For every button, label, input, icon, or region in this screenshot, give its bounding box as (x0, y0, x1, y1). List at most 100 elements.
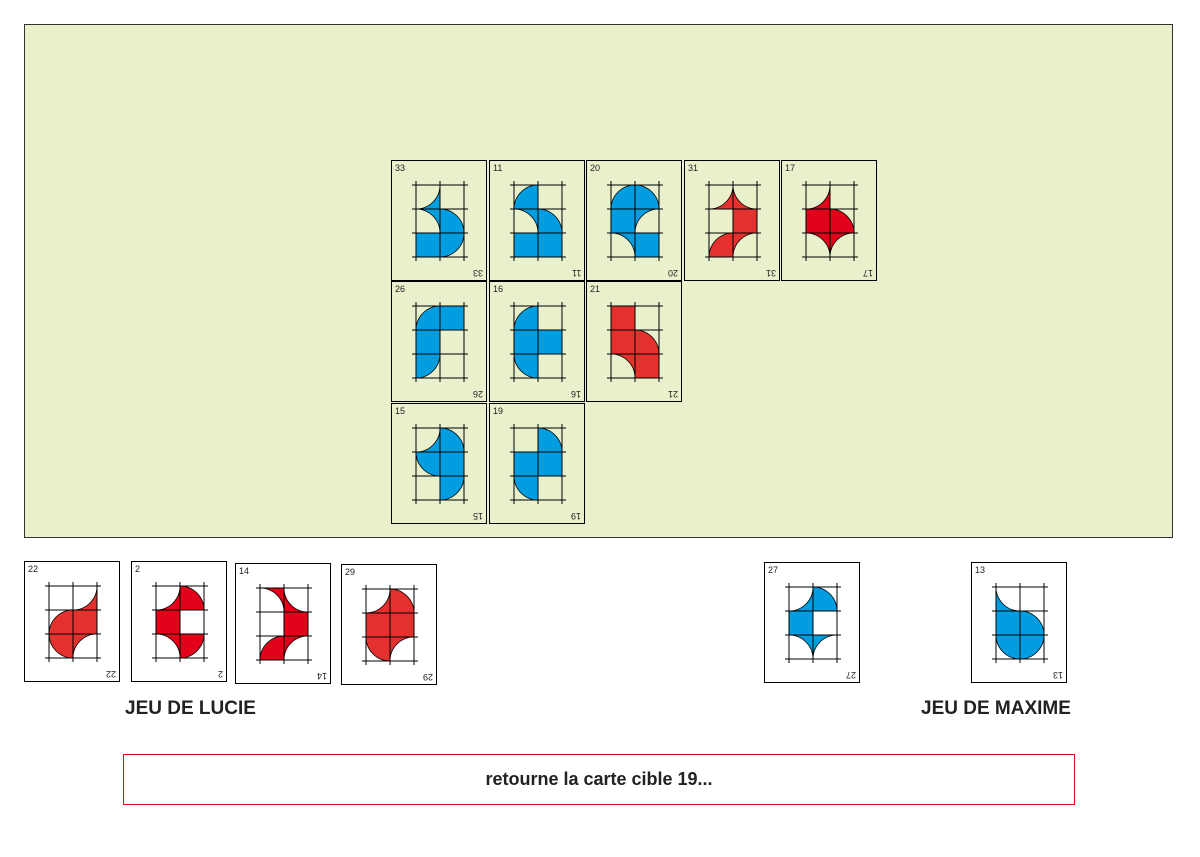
card-pattern (785, 583, 841, 663)
card-number-inverted: 21 (667, 389, 678, 399)
card-29[interactable]: 29 29 (341, 564, 437, 685)
card-number-inverted: 26 (472, 389, 483, 399)
shape-cell (365, 636, 391, 662)
message-text: retourne la carte cible 19... (485, 769, 713, 789)
shape-cell (415, 353, 441, 379)
card-pattern (607, 302, 663, 382)
shape-cell (805, 208, 831, 234)
shape-cell (72, 633, 98, 659)
shape-cell (513, 353, 539, 379)
shape-cell (732, 232, 758, 258)
shape-cell (634, 353, 660, 379)
card-number-inverted: 15 (472, 511, 483, 521)
shape-cell (634, 208, 660, 234)
shape-cell (537, 208, 563, 234)
shape-cell (72, 585, 98, 611)
card-pattern (45, 582, 101, 662)
card-number-inverted: 2 (217, 669, 223, 679)
shape-cell (155, 609, 181, 635)
card-number-inverted: 33 (472, 268, 483, 278)
shape-cell (389, 588, 415, 614)
shape-cell (415, 451, 441, 477)
shape-cell (812, 634, 838, 660)
shape-cell (537, 232, 563, 258)
shape-cell (415, 305, 441, 331)
shape-cell (72, 609, 98, 635)
shape-cell (995, 586, 1021, 612)
card-number: 15 (395, 406, 406, 416)
shape-cell (415, 427, 441, 453)
shape-cell (439, 475, 465, 501)
shape-cell (610, 184, 636, 210)
card-number: 27 (768, 565, 779, 575)
shape-cell (513, 475, 539, 501)
shape-cell (179, 633, 205, 659)
card-number: 22 (28, 564, 39, 574)
card-number-inverted: 11 (571, 268, 581, 278)
shape-cell (610, 329, 636, 355)
shape-cell (415, 329, 441, 355)
shape-cell (708, 184, 734, 210)
card-11[interactable]: 11 11 (489, 160, 585, 281)
shape-cell (829, 232, 855, 258)
card-21[interactable]: 21 21 (586, 281, 682, 402)
card-pattern (802, 181, 858, 261)
shape-cell (732, 208, 758, 234)
card-number: 21 (590, 284, 601, 294)
shape-cell (732, 184, 758, 210)
shape-cell (415, 184, 441, 210)
shape-cell (634, 184, 660, 210)
card-number: 26 (395, 284, 406, 294)
shape-cell (365, 612, 391, 638)
card-number-inverted: 19 (570, 511, 581, 521)
card-number: 19 (493, 406, 504, 416)
card-number-inverted: 22 (105, 669, 116, 679)
shape-cell (995, 610, 1021, 636)
card-pattern (362, 585, 418, 665)
card-number-inverted: 16 (570, 389, 581, 399)
shape-cell (1019, 634, 1045, 660)
player-label-lucie: JEU DE LUCIE (125, 698, 256, 719)
card-number-inverted: 17 (862, 268, 873, 278)
card-26[interactable]: 26 26 (391, 281, 487, 402)
shape-cell (610, 208, 636, 234)
card-pattern (705, 181, 761, 261)
shape-cell (439, 232, 465, 258)
shape-cell (365, 588, 391, 614)
card-pattern (412, 181, 468, 261)
shape-cell (283, 611, 309, 637)
shape-cell (634, 329, 660, 355)
card-number: 11 (493, 163, 503, 173)
card-number-inverted: 29 (422, 672, 433, 682)
card-number: 29 (345, 567, 356, 577)
card-pattern (510, 181, 566, 261)
shape-cell (259, 635, 285, 661)
shape-cell (513, 305, 539, 331)
card-22[interactable]: 22 22 (24, 561, 120, 682)
card-number: 17 (785, 163, 796, 173)
shape-cell (259, 587, 285, 613)
shape-cell (708, 232, 734, 258)
shape-cell (439, 208, 465, 234)
shape-cell (179, 585, 205, 611)
shape-cell (513, 232, 539, 258)
shape-cell (283, 587, 309, 613)
shape-cell (610, 353, 636, 379)
shape-cell (513, 184, 539, 210)
card-pattern (152, 582, 208, 662)
shape-cell (389, 612, 415, 638)
shape-cell (389, 636, 415, 662)
shape-cell (537, 427, 563, 453)
shape-cell (155, 633, 181, 659)
